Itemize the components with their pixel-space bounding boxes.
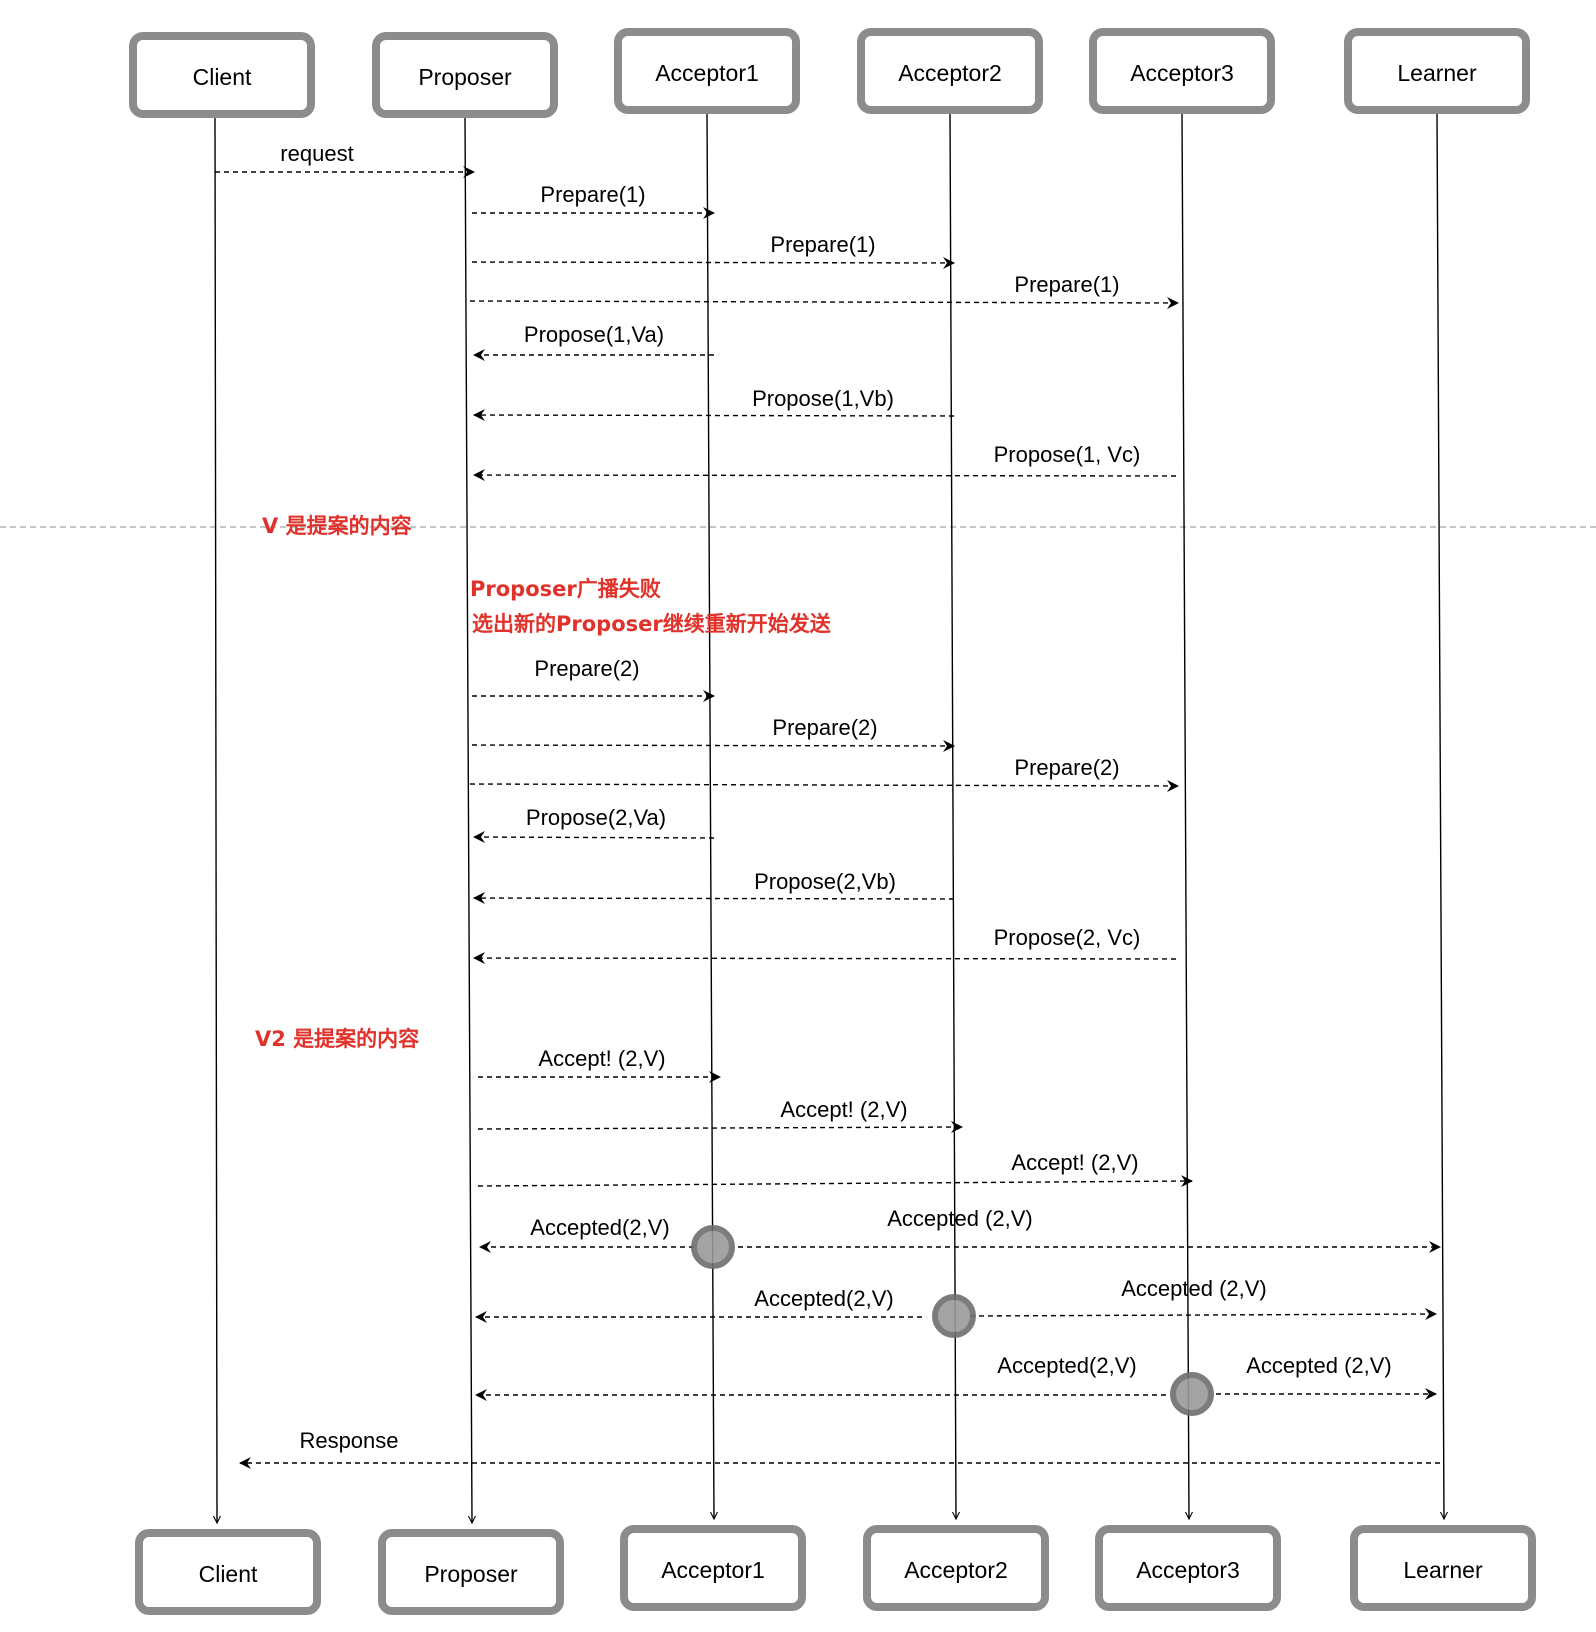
- participant-learner-footer[interactable]: Learner: [1350, 1525, 1536, 1611]
- participant-proposer[interactable]: Proposer: [372, 32, 558, 118]
- message-response[interactable]: Response: [239, 1428, 1440, 1469]
- participant-label: Acceptor1: [655, 60, 759, 86]
- note-v2-content: V2 是提案的内容: [255, 1027, 419, 1051]
- participant-label: Client: [193, 64, 252, 90]
- lifeline-acceptor2: [949, 111, 956, 1519]
- message-propose1-vc[interactable]: Propose(1, Vc): [473, 442, 1177, 482]
- participant-acceptor3-footer[interactable]: Acceptor3: [1095, 1525, 1281, 1611]
- message-accept-a3[interactable]: Accept! (2,V): [477, 1150, 1193, 1188]
- message-label: Propose(2,Va): [526, 805, 666, 830]
- message-label: request: [280, 141, 353, 166]
- message-accepted-a2-learner[interactable]: Accepted (2,V): [969, 1276, 1437, 1321]
- message-prepare1-a1[interactable]: Prepare(1): [472, 182, 715, 219]
- message-request[interactable]: request: [215, 141, 475, 178]
- message-prepare2-a3[interactable]: Prepare(2): [469, 755, 1179, 792]
- participant-proposer-footer[interactable]: Proposer: [378, 1529, 564, 1615]
- message-accepted-a2-proposer[interactable]: Accepted(2,V): [475, 1286, 922, 1323]
- lifeline-learner: [1436, 111, 1444, 1519]
- lifelines: [215, 111, 1444, 1523]
- participant-label: Acceptor3: [1130, 60, 1234, 86]
- message-accepted-a3-learner[interactable]: Accepted (2,V): [1216, 1353, 1437, 1400]
- message-label: Prepare(2): [772, 715, 877, 740]
- participant-acceptor2[interactable]: Acceptor2: [857, 28, 1043, 114]
- message-propose1-vb[interactable]: Propose(1,Vb): [473, 386, 955, 422]
- message-accept-a2[interactable]: Accept! (2,V): [477, 1097, 963, 1134]
- message-propose2-vb[interactable]: Propose(2,Vb): [473, 869, 955, 905]
- participant-label: Acceptor3: [1136, 1557, 1240, 1583]
- note-v-content: V 是提案的内容: [262, 514, 412, 538]
- messages: request Prepare(1) Prepare(1) Prepare(1)…: [215, 141, 1441, 1469]
- participant-label: Learner: [1397, 60, 1477, 86]
- message-label: Prepare(2): [534, 656, 639, 681]
- participant-label: Learner: [1403, 1557, 1483, 1583]
- message-prepare1-a2[interactable]: Prepare(1): [471, 232, 955, 269]
- message-accepted-a3-proposer[interactable]: Accepted(2,V): [475, 1353, 1166, 1401]
- message-label: Prepare(1): [1014, 272, 1119, 297]
- message-prepare1-a3[interactable]: Prepare(1): [469, 272, 1179, 309]
- message-label: Prepare(1): [540, 182, 645, 207]
- lifeline-proposer: [464, 115, 472, 1523]
- message-label: Accepted(2,V): [530, 1215, 669, 1240]
- activation-circle: [932, 1294, 976, 1338]
- message-label: Accepted (2,V): [1246, 1353, 1392, 1378]
- participant-label: Client: [199, 1561, 258, 1587]
- participant-client[interactable]: Client: [129, 32, 315, 118]
- message-label: Accept! (2,V): [1011, 1150, 1138, 1175]
- lifeline-acceptor1: [706, 111, 714, 1519]
- message-label: Propose(1,Vb): [752, 386, 894, 411]
- message-label: Accepted (2,V): [887, 1206, 1033, 1231]
- message-accepted-a1-learner[interactable]: Accepted (2,V): [738, 1206, 1441, 1253]
- participant-label: Proposer: [418, 64, 512, 90]
- message-label: Accepted(2,V): [754, 1286, 893, 1311]
- participant-label: Acceptor2: [904, 1557, 1008, 1583]
- message-label: Accept! (2,V): [538, 1046, 665, 1071]
- note-new-proposer: 选出新的Proposer继续重新开始发送: [472, 612, 832, 636]
- activation-circle: [691, 1225, 735, 1269]
- message-prepare2-a2[interactable]: Prepare(2): [471, 715, 955, 752]
- participant-label: Acceptor2: [898, 60, 1002, 86]
- participant-label: Acceptor1: [661, 1557, 765, 1583]
- message-label: Prepare(1): [770, 232, 875, 257]
- participants-top: Client Proposer Acceptor1 Acceptor2 Acce…: [129, 28, 1530, 118]
- message-propose2-vc[interactable]: Propose(2, Vc): [473, 925, 1177, 965]
- participant-acceptor1-footer[interactable]: Acceptor1: [620, 1525, 806, 1611]
- participant-acceptor2-footer[interactable]: Acceptor2: [863, 1525, 1049, 1611]
- lifeline-acceptor3: [1181, 111, 1189, 1519]
- participant-client-footer[interactable]: Client: [135, 1529, 321, 1615]
- notes: V 是提案的内容 Proposer广播失败 选出新的Proposer继续重新开始…: [255, 514, 832, 1051]
- message-prepare2-a1[interactable]: Prepare(2): [472, 656, 715, 702]
- lifeline-client: [215, 115, 217, 1523]
- message-label: Accepted(2,V): [997, 1353, 1136, 1378]
- participant-learner[interactable]: Learner: [1344, 28, 1530, 114]
- message-label: Propose(2,Vb): [754, 869, 896, 894]
- message-accept-a1[interactable]: Accept! (2,V): [478, 1046, 721, 1083]
- message-label: Propose(1, Vc): [994, 442, 1141, 467]
- note-proposer-failed: Proposer广播失败: [470, 577, 661, 601]
- participant-acceptor1[interactable]: Acceptor1: [614, 28, 800, 114]
- participant-label: Proposer: [424, 1561, 518, 1587]
- message-label: Propose(1,Va): [524, 322, 664, 347]
- message-accepted-a1-proposer[interactable]: Accepted(2,V): [479, 1215, 694, 1253]
- message-label: Prepare(2): [1014, 755, 1119, 780]
- message-propose1-va[interactable]: Propose(1,Va): [473, 322, 714, 361]
- message-label: Accept! (2,V): [780, 1097, 907, 1122]
- message-label: Propose(2, Vc): [994, 925, 1141, 950]
- activation-circle: [1170, 1372, 1214, 1416]
- message-propose2-va[interactable]: Propose(2,Va): [473, 805, 715, 844]
- message-label: Accepted (2,V): [1121, 1276, 1267, 1301]
- message-label: Response: [299, 1428, 398, 1453]
- participant-acceptor3[interactable]: Acceptor3: [1089, 28, 1275, 114]
- activation-markers: [691, 1225, 1214, 1416]
- participants-bottom: Client Proposer Acceptor1 Acceptor2 Acce…: [135, 1525, 1536, 1615]
